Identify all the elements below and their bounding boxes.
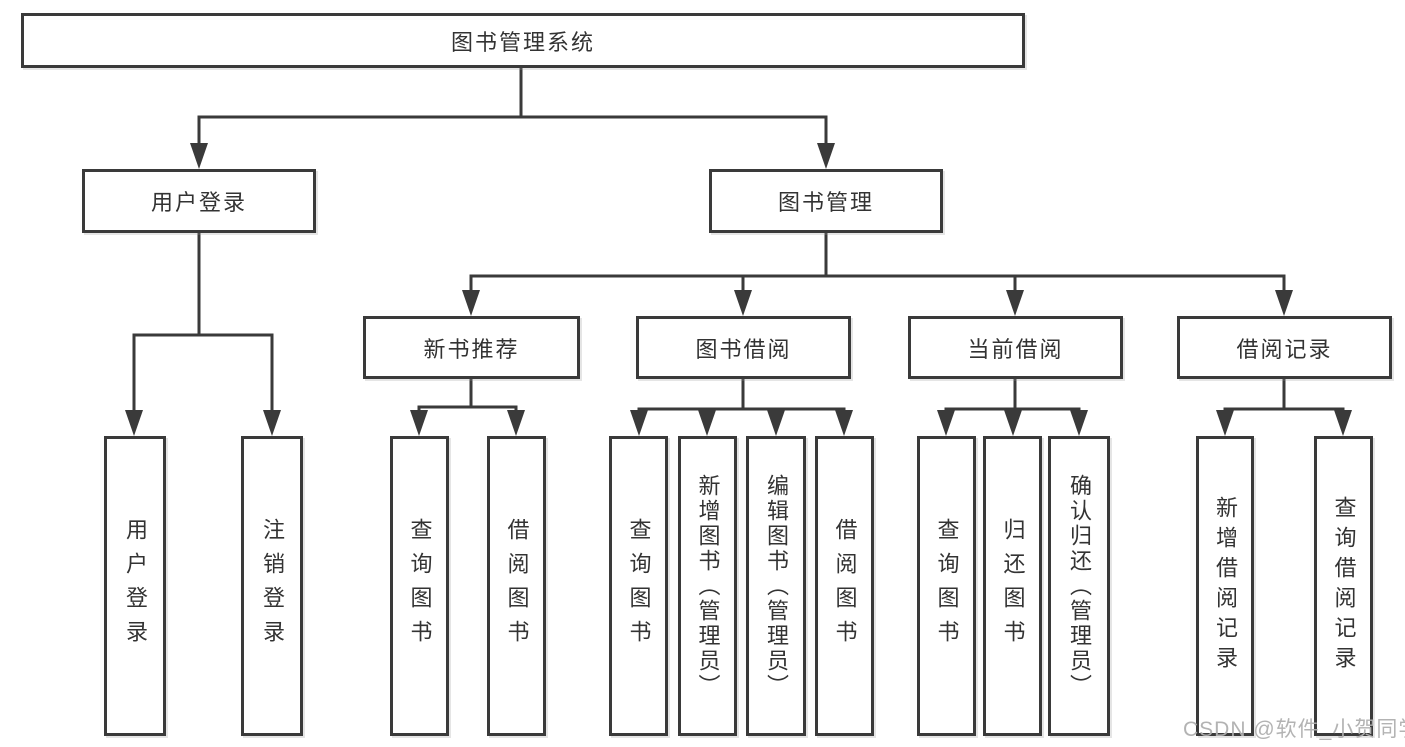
node-current-confirm-return-admin-label: 确认归还（管理员） [1067,473,1092,699]
node-rec-borrow-books-label: 借阅图书 [504,518,530,654]
node-user-login-leaf-label: 用户登录 [123,518,148,654]
node-borrow-query-books: 查询图书 [609,436,668,736]
node-current-borrowing-label: 当前借阅 [967,336,1064,362]
node-borrow-lend-books-label: 借阅图书 [832,518,858,654]
node-rec-query-books-label: 查询图书 [407,518,433,654]
node-rec-query-books: 查询图书 [390,436,449,736]
node-records-add-record-label: 新增借阅记录 [1213,496,1238,676]
node-rec-borrow-books: 借阅图书 [487,436,546,736]
csdn-watermark: CSDN @软件_小贺同学 [1183,718,1405,741]
node-user-login-branch-label: 用户登录 [150,190,247,215]
node-borrow-edit-books-admin: 编辑图书（管理员） [746,436,806,736]
node-current-borrowing: 当前借阅 [908,316,1123,379]
node-book-borrowing-label: 图书借阅 [695,336,792,362]
node-borrow-add-books-admin: 新增图书（管理员） [678,436,737,736]
node-logout-leaf: 注销登录 [241,436,303,736]
node-root-label: 图书管理系统 [450,29,595,55]
node-user-login-branch: 用户登录 [82,169,316,233]
node-current-return-books: 归还图书 [983,436,1042,736]
node-current-query-books: 查询图书 [917,436,976,736]
node-borrow-edit-books-admin-label: 编辑图书（管理员） [764,473,789,699]
node-book-borrowing: 图书借阅 [636,316,851,379]
node-current-return-books-label: 归还图书 [1000,518,1026,654]
arrowhead-icons [125,143,1352,436]
node-borrowing-records: 借阅记录 [1177,316,1392,379]
node-root: 图书管理系统 [21,13,1025,68]
node-records-add-record: 新增借阅记录 [1196,436,1254,736]
node-logout-leaf-label: 注销登录 [260,518,285,654]
node-current-confirm-return-admin: 确认归还（管理员） [1048,436,1110,736]
node-borrow-lend-books: 借阅图书 [815,436,874,736]
node-user-login-leaf: 用户登录 [104,436,166,736]
node-borrowing-records-label: 借阅记录 [1236,336,1333,362]
node-records-query-record: 查询借阅记录 [1314,436,1373,736]
node-records-query-record-label: 查询借阅记录 [1331,496,1357,676]
node-book-management-branch: 图书管理 [709,169,943,233]
node-borrow-add-books-admin-label: 新增图书（管理员） [695,473,721,699]
node-current-query-books-label: 查询图书 [934,518,960,654]
node-new-book-recommend-label: 新书推荐 [423,336,520,362]
node-new-book-recommend: 新书推荐 [363,316,580,379]
node-borrow-query-books-label: 查询图书 [626,518,652,654]
node-book-management-branch-label: 图书管理 [777,190,874,215]
